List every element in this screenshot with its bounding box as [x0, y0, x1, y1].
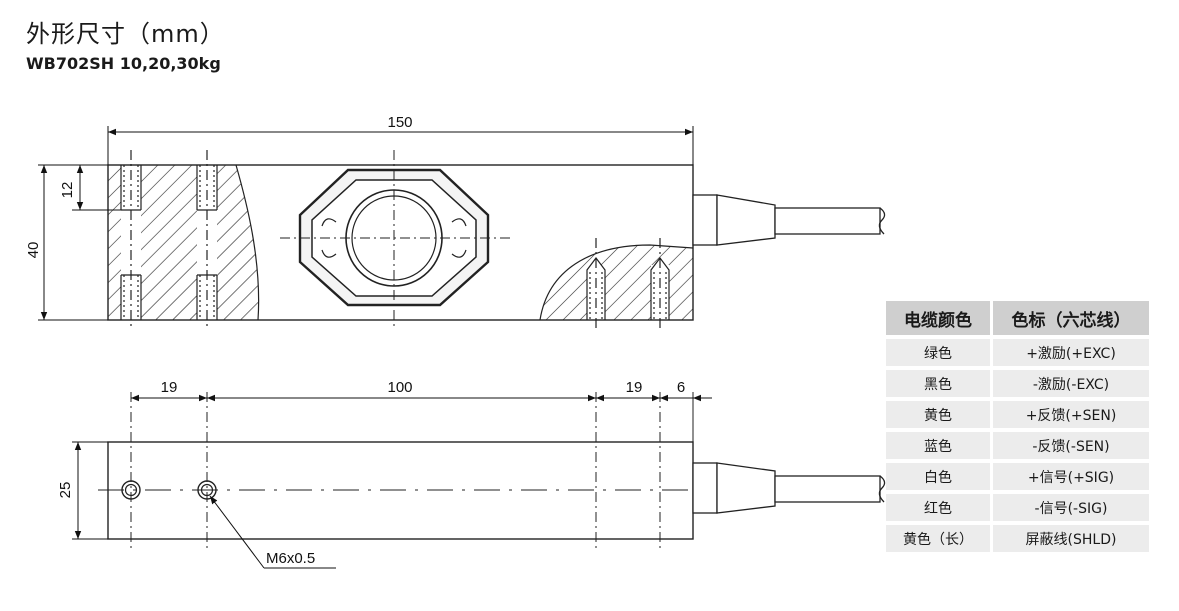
cable-color-cell: 黄色（长） [886, 525, 993, 552]
cable-gland-bottom [692, 462, 886, 514]
cable-gland [692, 194, 886, 246]
table-row: 黑色 -激励(-EXC) [886, 370, 1149, 397]
signal-cell: 屏蔽线(SHLD) [993, 525, 1149, 552]
table-row: 红色 -信号(-SIG) [886, 494, 1149, 521]
signal-cell: -反馈(-SEN) [993, 432, 1149, 459]
table-row: 绿色 +激励(+EXC) [886, 339, 1149, 366]
table-row: 白色 +信号(+SIG) [886, 463, 1149, 490]
table-row: 蓝色 -反馈(-SEN) [886, 432, 1149, 459]
cable-color-cell: 黄色 [886, 401, 993, 428]
dim-25: 25 [57, 482, 74, 499]
dim-12: 12 [59, 182, 76, 199]
table-row: 黄色（长） 屏蔽线(SHLD) [886, 525, 1149, 552]
header-color-code: 色标（六芯线） [993, 301, 1149, 335]
wiring-table: 电缆颜色 色标（六芯线） 绿色 +激励(+EXC) 黑色 -激励(-EXC) 黄… [886, 297, 1149, 556]
front-view-dimensions: 150 40 12 [25, 114, 694, 321]
model-subtitle: WB702SH 10,20,30kg [26, 54, 221, 73]
dim-19-right: 19 [626, 379, 643, 396]
dim-150: 150 [387, 114, 412, 131]
cable-color-cell: 绿色 [886, 339, 993, 366]
dim-100: 100 [387, 379, 412, 396]
front-view [107, 150, 886, 330]
cable-color-cell: 白色 [886, 463, 993, 490]
top-view-dimensions: 19 100 19 6 25 M6x0.5 [57, 379, 712, 569]
signal-cell: +激励(+EXC) [993, 339, 1149, 366]
signal-cell: -激励(-EXC) [993, 370, 1149, 397]
dim-40: 40 [25, 242, 42, 259]
dim-6: 6 [677, 379, 685, 396]
table-row: 黄色 +反馈(+SEN) [886, 401, 1149, 428]
page-title: 外形尺寸（mm） [26, 20, 225, 48]
right-hatch-section [540, 245, 693, 320]
thread-callout: M6x0.5 [266, 550, 315, 567]
top-view [98, 392, 886, 552]
cable-color-cell: 蓝色 [886, 432, 993, 459]
wiring-table-header: 电缆颜色 色标（六芯线） [886, 301, 1149, 335]
dim-19-left: 19 [161, 379, 178, 396]
left-hatch-section [108, 165, 259, 320]
cable-color-cell: 红色 [886, 494, 993, 521]
cable-color-cell: 黑色 [886, 370, 993, 397]
signal-cell: -信号(-SIG) [993, 494, 1149, 521]
header-cable-color: 电缆颜色 [886, 301, 993, 335]
signal-cell: +信号(+SIG) [993, 463, 1149, 490]
signal-cell: +反馈(+SEN) [993, 401, 1149, 428]
